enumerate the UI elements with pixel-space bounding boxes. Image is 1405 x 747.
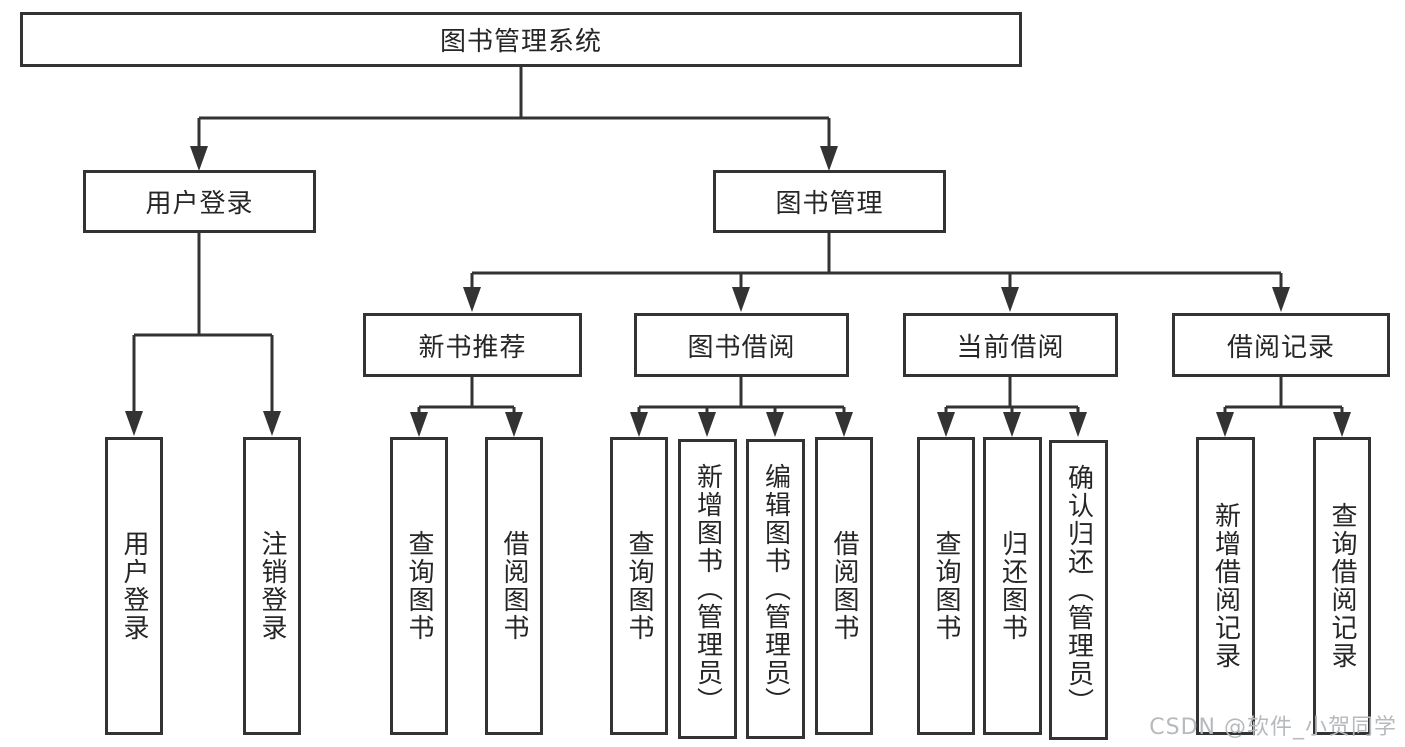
- node-root: 图书管理系统: [20, 12, 1022, 67]
- node-new-book-recommendation: 新书推荐: [363, 313, 582, 377]
- csdn-watermark: CSDN @软件_小贺同学: [1149, 715, 1397, 740]
- leaf-borrow-books-recommend: 借阅图书: [485, 437, 543, 735]
- leaf-return-books: 归还图书: [983, 437, 1042, 735]
- leaf-logout: 注销登录: [243, 437, 301, 735]
- leaf-query-books-current: 查询图书: [917, 437, 975, 735]
- leaf-user-login: 用户登录: [105, 437, 163, 735]
- arrowheads: [125, 146, 1351, 437]
- node-user-login: 用户登录: [83, 170, 316, 233]
- leaf-edit-books-admin: 编辑图书（管理员）: [746, 439, 805, 739]
- leaf-add-borrow-record: 新增借阅记录: [1196, 437, 1255, 735]
- leaf-add-books-admin: 新增图书（管理员）: [678, 439, 737, 739]
- node-borrowing-records: 借阅记录: [1172, 313, 1390, 377]
- leaf-query-books-borrow: 查询图书: [610, 437, 668, 735]
- node-book-borrowing: 图书借阅: [634, 313, 849, 377]
- leaf-query-borrow-record: 查询借阅记录: [1313, 437, 1371, 735]
- leaf-confirm-return-admin: 确认归还（管理员）: [1049, 440, 1108, 740]
- leaf-query-books-recommend: 查询图书: [390, 437, 448, 735]
- leaf-borrow-books: 借阅图书: [815, 437, 873, 735]
- node-current-borrowing: 当前借阅: [903, 313, 1118, 377]
- node-book-management: 图书管理: [713, 170, 946, 233]
